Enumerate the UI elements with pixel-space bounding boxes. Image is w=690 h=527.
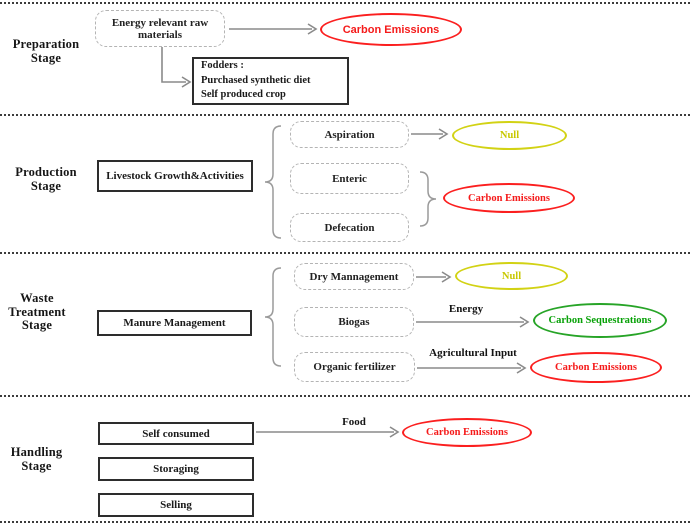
box-energy-raw-materials: Energy relevant raw materials [95,10,225,47]
fodders-title: Fodders : [201,60,244,72]
ellipse-carbon-emissions-waste: Carbon Emissions [530,352,662,383]
box-enteric: Enteric [290,163,409,194]
connector-rawmaterials-fodders [161,47,186,83]
stage-label-waste-treatment: Waste Treatment Stage [8,291,66,332]
box-dry-management: Dry Mannagement [294,263,414,290]
ellipse-null-waste: Null [455,262,568,290]
box-defecation: Defecation [290,213,409,242]
ellipse-carbon-emissions-production: Carbon Emissions [443,183,575,213]
stage-separator [0,395,690,397]
box-aspiration: Aspiration [290,121,409,148]
label-agricultural-input: Agricultural Input [429,347,517,359]
box-fodders: Fodders : Purchased synthetic diet Self … [192,57,349,105]
box-livestock-growth-activities: Livestock Growth&Activities [97,160,253,192]
brace-production-left [264,125,282,239]
box-organic-fertilizer: Organic fertilizer [294,352,415,382]
fodders-line-purchased: Purchased synthetic diet [201,74,311,86]
stage-separator [0,114,690,116]
brace-production-right [419,171,437,227]
stage-separator [0,2,690,4]
arrowhead [438,128,449,140]
ellipse-null-production: Null [452,121,567,150]
stage-separator [0,252,690,254]
box-manure-management: Manure Management [97,310,252,336]
brace-waste-left [264,267,282,367]
box-biogas: Biogas [294,307,414,337]
ellipse-carbon-emissions-preparation: Carbon Emissions [320,13,462,46]
stage-label-handling: Handling Stage [10,445,63,473]
stage-label-production: Production Stage [15,165,77,193]
ellipse-carbon-emissions-handling: Carbon Emissions [402,418,532,447]
box-self-consumed: Self consumed [98,422,254,445]
stage-label-preparation: Preparation Stage [12,37,80,65]
arrowhead [389,426,400,438]
box-storaging: Storaging [98,457,254,481]
arrowhead [181,76,192,88]
label-energy: Energy [448,303,484,315]
fodders-line-selfproduced: Self produced crop [201,89,286,101]
arrowhead [307,23,318,35]
stage-separator [0,521,690,523]
box-selling: Selling [98,493,254,517]
ellipse-carbon-sequestrations: Carbon Sequestrations [533,303,667,338]
label-food: Food [342,416,366,428]
arrowhead [516,362,527,374]
arrowhead [441,271,452,283]
arrowhead [519,316,530,328]
